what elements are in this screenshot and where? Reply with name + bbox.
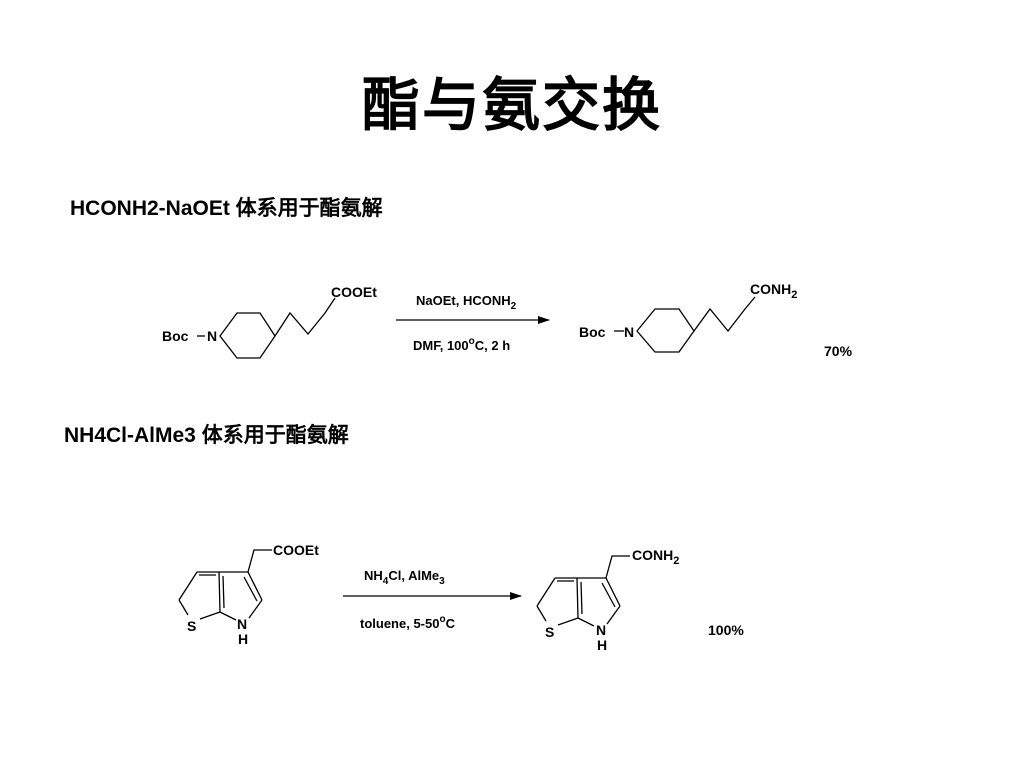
piperidine-ring [219, 312, 276, 359]
scheme1-reactant: Boc N COOEt [162, 284, 377, 359]
ring-h-label: H [597, 637, 607, 653]
propyl-chain [693, 296, 756, 333]
yield-label: 100% [708, 622, 744, 638]
ring-n-label: N [596, 622, 606, 638]
section2-heading: NH4Cl-AlMe3 体系用于酯氨解 [64, 424, 349, 447]
yield-label: 70% [824, 343, 853, 359]
ring-n-label: N [624, 324, 634, 340]
boc-label: Boc [162, 328, 189, 344]
ring-n-label: N [207, 328, 217, 344]
section1-heading: HCONH2-NaOEt 体系用于酯氨解 [70, 197, 383, 220]
ring-h-label: H [238, 631, 248, 647]
ring-n-label: N [237, 616, 247, 632]
conditions-below: toluene, 5-50oC [360, 614, 456, 631]
boc-label: Boc [579, 324, 606, 340]
propyl-chain [274, 297, 336, 337]
page-title: 酯与氨交换 [361, 71, 662, 139]
conditions-above: NH4Cl, AlMe3 [364, 568, 445, 587]
piperidine-ring [636, 308, 695, 353]
ring-s-label: S [187, 618, 196, 634]
scheme1-product: Boc N CONH2 70% [579, 281, 853, 359]
conditions-below: DMF, 100oC, 2 h [413, 336, 510, 353]
conh2-label: CONH2 [750, 281, 797, 301]
cooet-label: COOEt [331, 284, 377, 300]
ring-s-label: S [545, 624, 554, 640]
conh2-label: CONH2 [632, 547, 679, 567]
scheme1-arrow-group: NaOEt, HCONH2 DMF, 100oC, 2 h [396, 293, 550, 353]
scheme2-arrow-group: NH4Cl, AlMe3 toluene, 5-50oC [343, 568, 522, 631]
cooet-label: COOEt [273, 542, 319, 558]
scheme2-reactant: S N H COOEt [178, 542, 319, 647]
conditions-above: NaOEt, HCONH2 [416, 293, 517, 312]
scheme2-product: S N H CONH2 100% [536, 547, 744, 653]
